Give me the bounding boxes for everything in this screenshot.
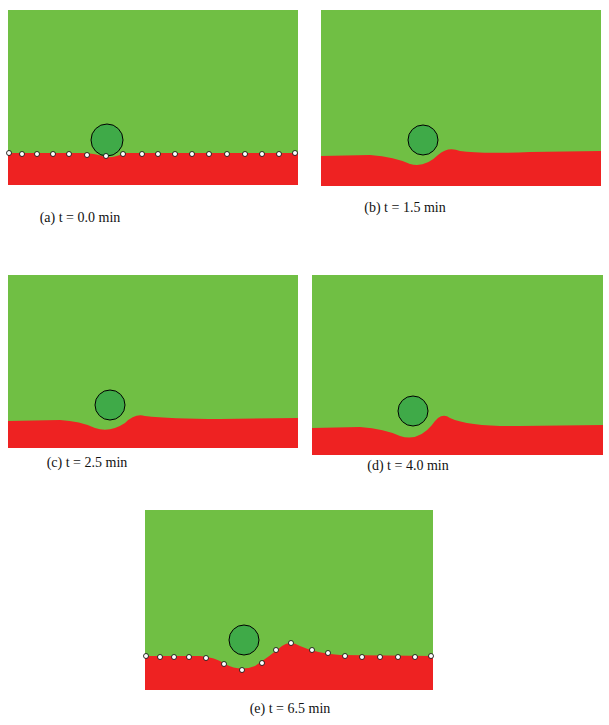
panel-c	[8, 275, 298, 448]
panel-d	[312, 275, 603, 455]
panel-caption: (b) t = 1.5 min	[364, 200, 445, 216]
panel-caption: (e) t = 6.5 min	[250, 701, 331, 717]
panel-caption: (c) t = 2.5 min	[47, 455, 128, 471]
panel-b	[321, 10, 601, 186]
panel-caption: (a) t = 0.0 min	[40, 210, 121, 226]
panel-caption: (d) t = 4.0 min	[367, 458, 448, 474]
panel-a	[7, 10, 299, 185]
panel-e	[144, 510, 434, 690]
